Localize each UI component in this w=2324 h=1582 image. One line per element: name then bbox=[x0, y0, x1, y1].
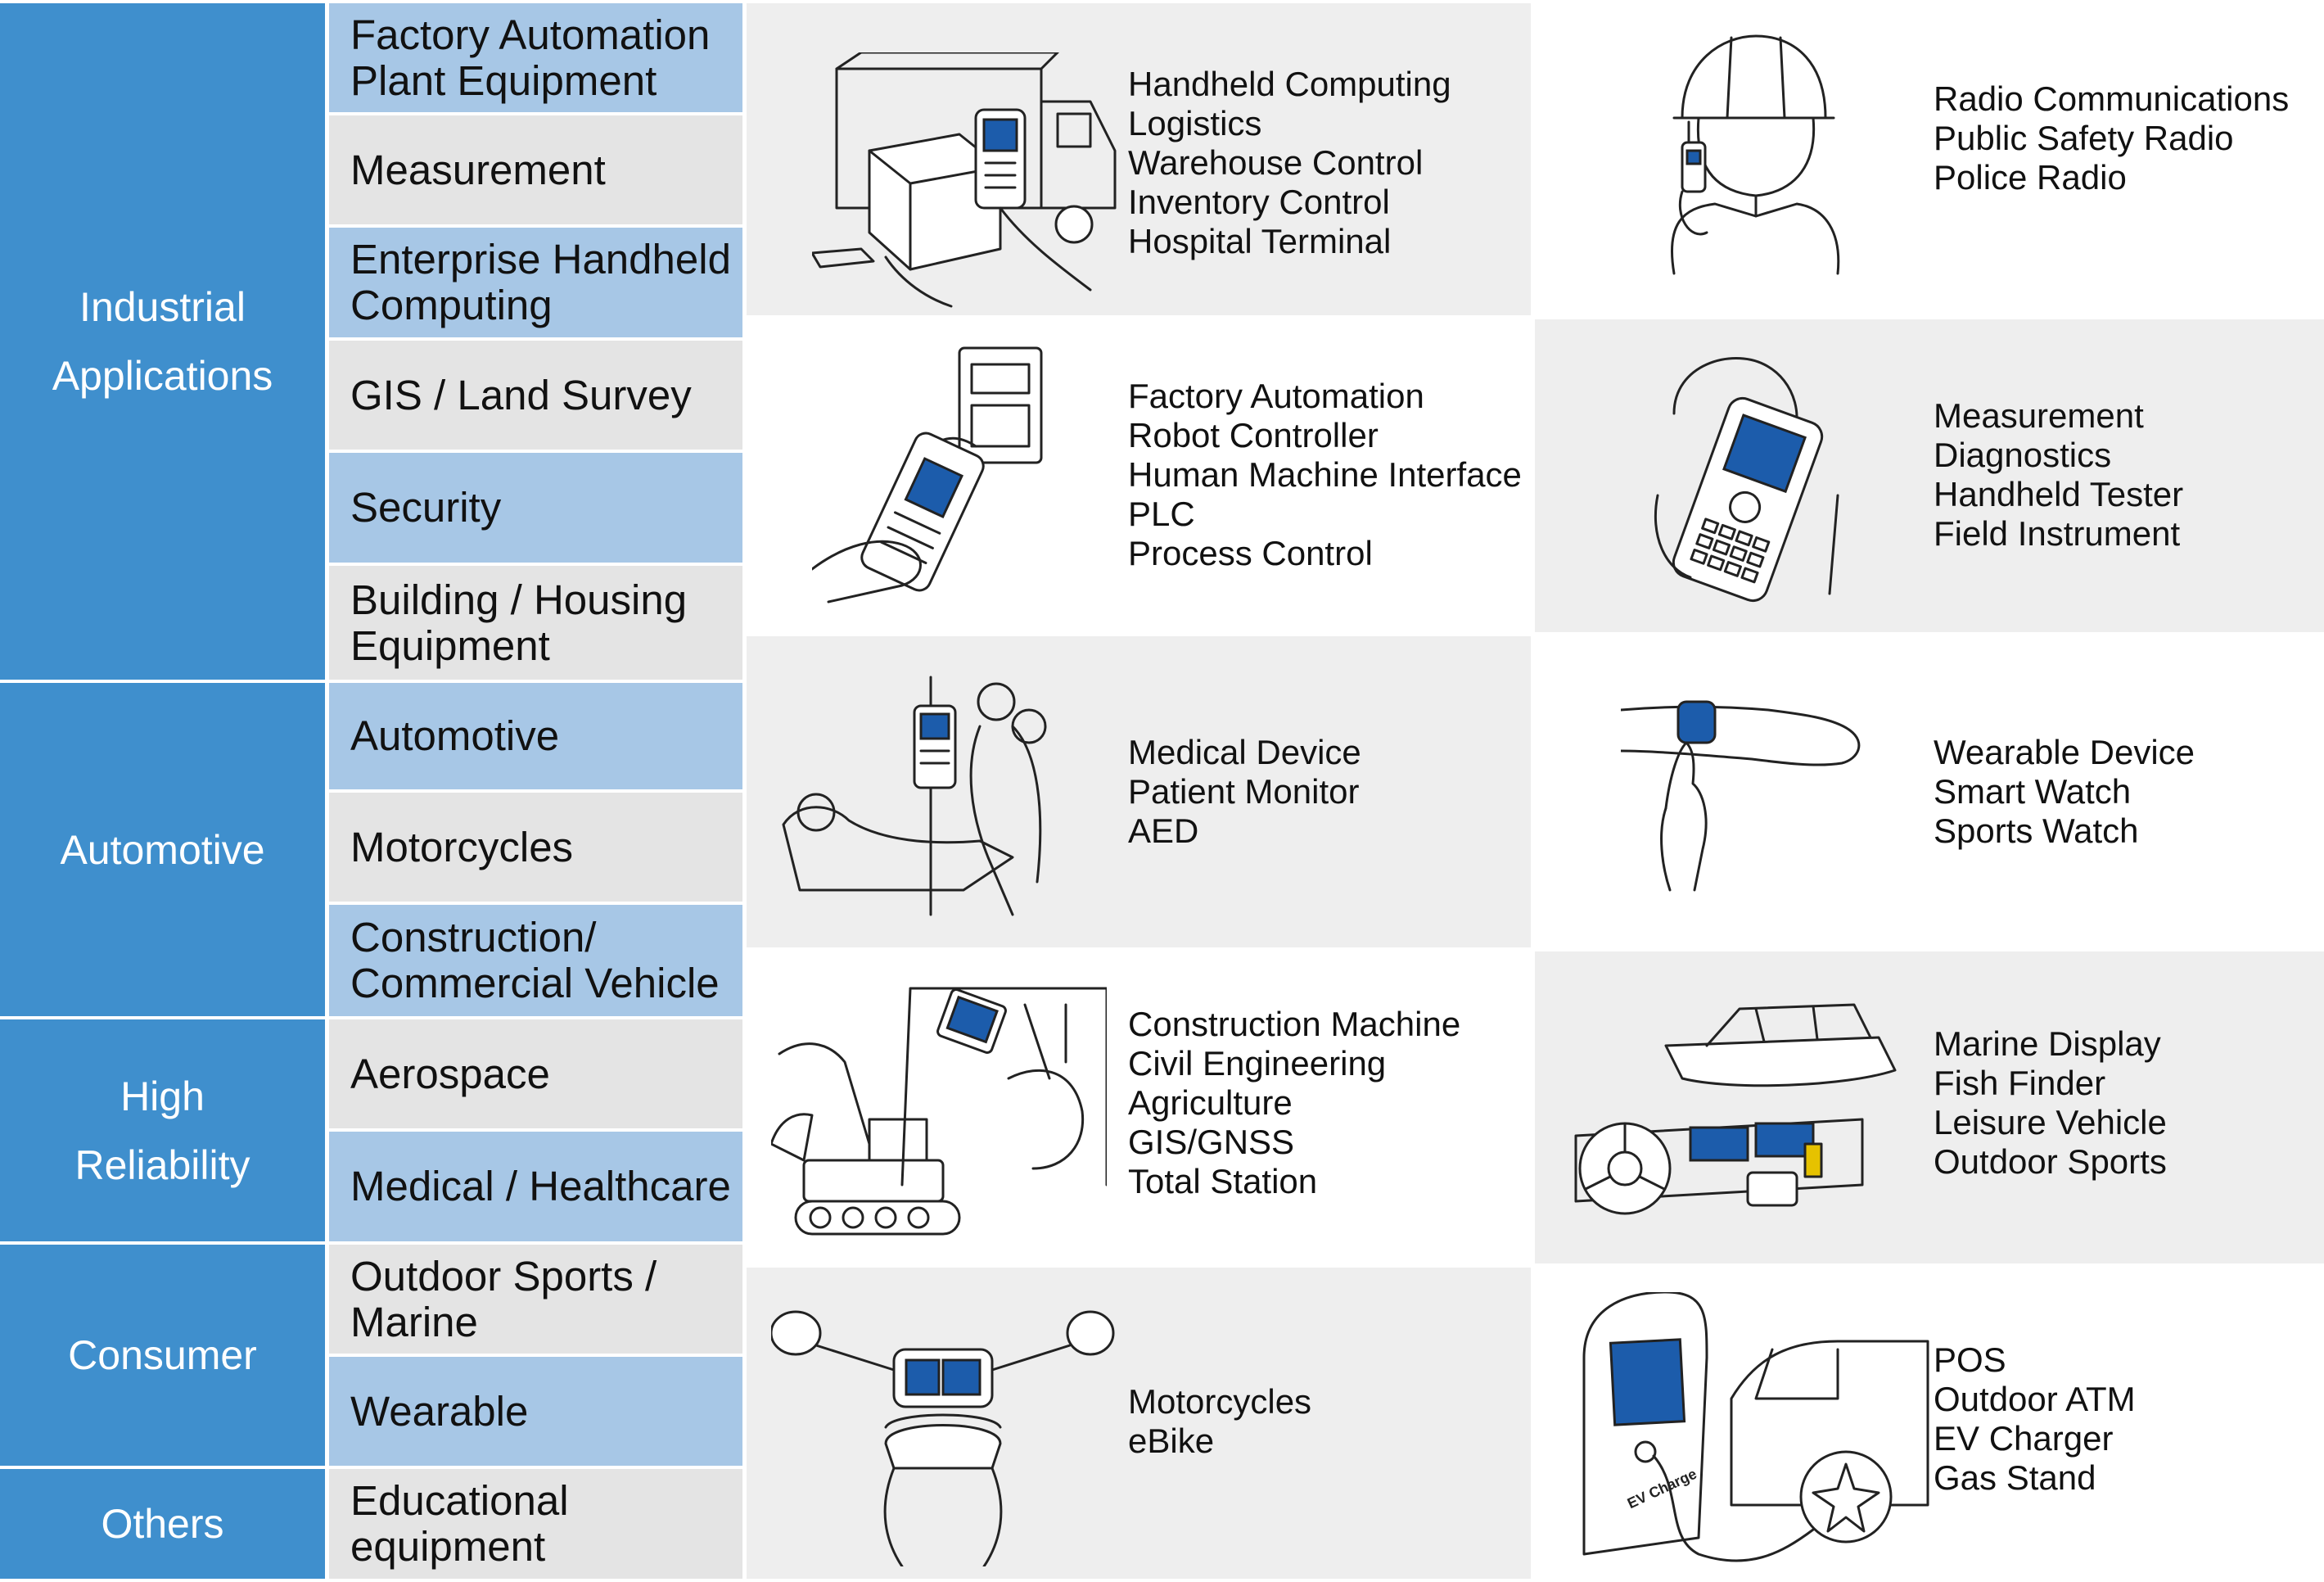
app-text-list: Construction Machine Civil Engineering A… bbox=[1128, 992, 1460, 1214]
app-cell-marine-display: Marine Display Fish Finder Leisure Vehic… bbox=[1535, 951, 2324, 1263]
app-text-list: Wearable Device Smart Watch Sports Watch bbox=[1934, 730, 2195, 853]
app-line: Leisure Vehicle bbox=[1934, 1103, 2167, 1141]
boat-console-illustration bbox=[1574, 1003, 1897, 1215]
app-line: PLC bbox=[1128, 495, 1195, 533]
patient-monitor-illustration bbox=[782, 676, 1047, 916]
app-line: Smart Watch bbox=[1934, 772, 2132, 811]
sub-building-housing: Building / Housing Equipment bbox=[329, 566, 742, 680]
sub-construction-vehicle: Construction/ Commercial Vehicle bbox=[329, 905, 742, 1016]
app-line: Fish Finder bbox=[1934, 1064, 2106, 1102]
app-line: Police Radio bbox=[1934, 158, 2127, 197]
app-line: Factory Automation bbox=[1128, 377, 1424, 415]
app-text-list: Motorcycles eBike bbox=[1128, 1381, 1311, 1462]
app-cell-ev-charger: EV Charge POS Outdoor ATM EV Charger Gas… bbox=[1535, 1268, 2324, 1579]
meter-controller-illustration bbox=[812, 346, 1043, 603]
sub-outdoor-sports-marine: Outdoor Sports / Marine bbox=[329, 1245, 742, 1354]
app-line: Handheld Tester bbox=[1934, 475, 2184, 513]
app-line: Agriculture bbox=[1128, 1083, 1293, 1122]
app-line: eBike bbox=[1128, 1422, 1215, 1460]
app-line: Human Machine Interface bbox=[1128, 455, 1522, 494]
category-automotive: Automotive bbox=[0, 683, 325, 1016]
truck-scanner-illustration bbox=[812, 52, 1117, 308]
worker-radio-illustration bbox=[1670, 34, 1840, 275]
app-cell-construction-machine: Construction Machine Civil Engineering A… bbox=[747, 951, 1531, 1263]
app-line: Civil Engineering bbox=[1128, 1044, 1387, 1083]
app-line: Medical Device bbox=[1128, 733, 1361, 771]
app-line: Public Safety Radio bbox=[1934, 119, 2234, 157]
app-line: Inventory Control bbox=[1128, 183, 1390, 221]
sub-factory-automation: Factory Automation Plant Equipment bbox=[329, 3, 742, 112]
sub-medical-healthcare: Medical / Healthcare bbox=[329, 1132, 742, 1241]
app-cell-measurement: Measurement Diagnostics Handheld Tester … bbox=[1535, 319, 2324, 632]
app-cell-radio-communications: Radio Communications Public Safety Radio… bbox=[1535, 3, 2324, 315]
app-line: Total Station bbox=[1128, 1162, 1318, 1200]
app-line: EV Charger bbox=[1934, 1419, 2114, 1458]
app-line: Handheld Computing bbox=[1128, 65, 1451, 103]
app-line: Wearable Device bbox=[1934, 733, 2195, 771]
app-cell-wearable-device: Wearable Device Smart Watch Sports Watch bbox=[1535, 636, 2324, 947]
handheld-tester-illustration bbox=[1654, 357, 1839, 603]
app-text-list: POS Outdoor ATM EV Charger Gas Stand bbox=[1934, 1337, 2136, 1501]
motorcycle-display-illustration bbox=[771, 1310, 1115, 1566]
app-text-list: Medical Device Patient Monitor AED bbox=[1128, 730, 1361, 853]
sub-aerospace: Aerospace bbox=[329, 1019, 742, 1128]
sub-automotive: Automotive bbox=[329, 683, 742, 789]
category-high-reliability: High Reliability bbox=[0, 1019, 325, 1241]
ev-charger-illustration: EV Charge bbox=[1582, 1292, 1929, 1562]
app-line: Field Instrument bbox=[1934, 514, 2181, 553]
category-consumer: Consumer bbox=[0, 1245, 325, 1466]
app-line: Robot Controller bbox=[1128, 416, 1379, 454]
app-line: Process Control bbox=[1128, 534, 1373, 572]
app-line: Construction Machine bbox=[1128, 1005, 1461, 1043]
app-line: Radio Communications bbox=[1934, 79, 2290, 118]
app-line: Warehouse Control bbox=[1128, 143, 1424, 182]
smart-watch-illustration bbox=[1621, 700, 1861, 892]
app-line: Gas Stand bbox=[1934, 1458, 2096, 1497]
app-line: Motorcycles bbox=[1128, 1382, 1312, 1421]
sub-gis-land-survey: GIS / Land Survey bbox=[329, 341, 742, 450]
app-line: AED bbox=[1128, 811, 1199, 850]
sub-security: Security bbox=[329, 453, 742, 563]
app-cell-handheld-computing: Handheld Computing Logistics Warehouse C… bbox=[747, 3, 1531, 315]
app-line: Sports Watch bbox=[1934, 811, 2139, 850]
app-cell-factory-automation: Factory Automation Robot Controller Huma… bbox=[747, 319, 1531, 632]
app-line: GIS/GNSS bbox=[1128, 1123, 1295, 1161]
app-cell-medical-device: Medical Device Patient Monitor AED bbox=[747, 636, 1531, 947]
category-industrial-applications: Industrial Applications bbox=[0, 3, 325, 680]
app-line: POS bbox=[1934, 1340, 2006, 1379]
app-text-list: Radio Communications Public Safety Radio… bbox=[1934, 77, 2289, 200]
app-line: Diagnostics bbox=[1934, 436, 2112, 474]
sub-educational-equipment: Educational equipment bbox=[329, 1469, 742, 1579]
sub-motorcycles: Motorcycles bbox=[329, 793, 742, 902]
app-text-list: Marine Display Fish Finder Leisure Vehic… bbox=[1934, 1021, 2167, 1185]
app-text-list: Measurement Diagnostics Handheld Tester … bbox=[1934, 393, 2183, 557]
app-line: Logistics bbox=[1128, 104, 1262, 142]
app-line: Hospital Terminal bbox=[1128, 222, 1392, 260]
sub-measurement: Measurement bbox=[329, 115, 742, 224]
app-cell-motorcycles: Motorcycles eBike bbox=[747, 1268, 1531, 1579]
app-line: Outdoor Sports bbox=[1934, 1142, 2167, 1181]
app-line: Patient Monitor bbox=[1128, 772, 1360, 811]
app-line: Measurement bbox=[1934, 396, 2144, 435]
category-others: Others bbox=[0, 1469, 325, 1579]
app-line: Marine Display bbox=[1934, 1024, 2161, 1063]
sub-enterprise-handheld: Enterprise Handheld Computing bbox=[329, 228, 742, 337]
app-text-list: Handheld Computing Logistics Warehouse C… bbox=[1128, 52, 1451, 273]
sub-wearable: Wearable bbox=[329, 1357, 742, 1466]
app-text-list: Factory Automation Robot Controller Huma… bbox=[1128, 364, 1522, 585]
app-line: Outdoor ATM bbox=[1934, 1380, 2136, 1418]
excavator-cab-illustration bbox=[771, 987, 1107, 1236]
